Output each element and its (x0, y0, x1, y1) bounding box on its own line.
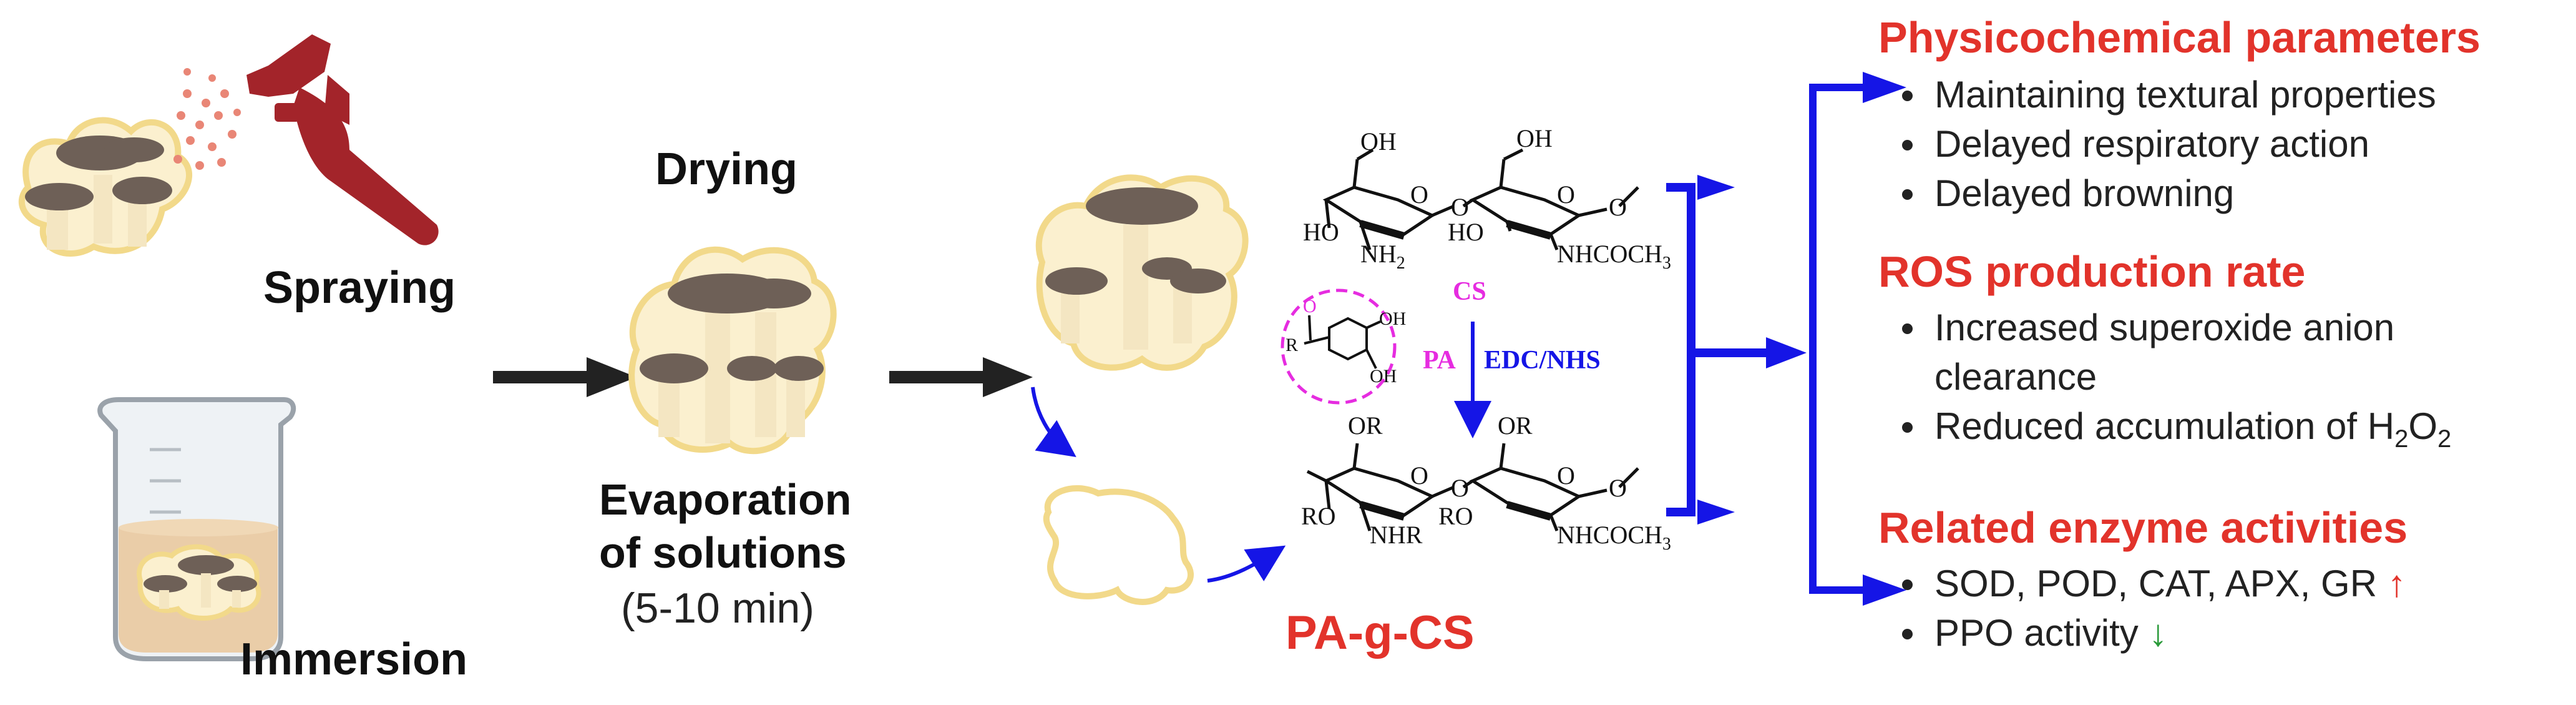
bot-nhcoch3: NHCOCH3 (1557, 521, 1671, 554)
bot-ring-o-2: O (1557, 461, 1575, 490)
bot-or-1: OR (1348, 412, 1383, 440)
results-top-head (1863, 72, 1906, 103)
process-arrow-2 (889, 357, 1033, 397)
pa-oh-2: OH (1370, 366, 1397, 387)
product-label: PA-g-CS (1286, 606, 1475, 659)
chitosan-structure (1306, 148, 1639, 531)
list-item: SOD, POD, CAT, APX, GR ↑ (1878, 559, 2571, 608)
enzyme-list: SOD, POD, CAT, APX, GR ↑ PPO activity ↓ (1878, 559, 2571, 658)
top-ho-2: HO (1448, 218, 1484, 246)
ros-list: Increased superoxide anion clearance Red… (1878, 303, 2502, 464)
reagent-cs: CS (1453, 277, 1486, 306)
reaction-labels: CS PA EDC/NHS (1423, 277, 1601, 375)
ros-title: ROS production rate (1878, 247, 2306, 296)
list-item: Maintaining textural properties (1878, 70, 2571, 119)
top-end-o: O (1609, 193, 1627, 221)
spray-mist (173, 68, 241, 170)
immersion-label: Immersion (240, 634, 468, 684)
film-arrow-right (1207, 545, 1286, 583)
spray-bottle-icon (246, 34, 439, 245)
chem-labels: OH OH O O O O HO HO NH2 NHCOCH3 OR OR O … (1286, 124, 1671, 554)
top-nh2: NH2 (1360, 240, 1405, 273)
physico-list: Maintaining textural properties Delayed … (1878, 70, 2571, 218)
beaker-icon (97, 397, 296, 661)
pa-o: O (1303, 296, 1317, 317)
down-arrow-icon: ↓ (2149, 612, 2168, 654)
pa-molecule-circle (1281, 288, 1397, 405)
top-ring-o-2: O (1557, 180, 1575, 209)
list-item: Reduced accumulation of H2O2 (1878, 402, 2502, 464)
drying-label: Drying (655, 144, 798, 194)
enzyme-item-2-text: PPO activity (1934, 612, 2139, 654)
top-bridge-o: O (1451, 193, 1469, 221)
results-bracket (1809, 84, 1866, 594)
top-ring-o-1: O (1410, 180, 1428, 209)
h2o2-o: O (2408, 405, 2438, 447)
film-outline (1043, 485, 1194, 605)
list-item: Increased superoxide anion clearance (1878, 303, 2502, 402)
ring-wedges (1359, 220, 1552, 521)
spraying-illustration (18, 34, 439, 257)
bracket-top-head (1697, 175, 1735, 200)
top-ho-1: HO (1303, 218, 1339, 246)
top-oh-1: OH (1360, 127, 1397, 155)
enzyme-title: Related enzyme activities (1878, 503, 2408, 552)
bracket-mid-head (1766, 337, 1807, 368)
top-oh-2: OH (1516, 124, 1553, 152)
drying-mushrooms-illustration (628, 246, 837, 455)
enzyme-item-1-text: SOD, POD, CAT, APX, GR (1934, 563, 2378, 604)
h2o2-sub-1: 2 (2394, 425, 2409, 453)
evaporation-label-2: of solutions (599, 528, 847, 577)
bracket-bottom-head (1697, 500, 1735, 525)
evaporation-label-1: Evaporation (599, 475, 852, 524)
coated-mushrooms-illustration (1035, 174, 1249, 371)
up-arrow-icon: ↑ (2387, 563, 2406, 604)
bot-bridge-o: O (1451, 474, 1469, 502)
reagent-pa: PA (1423, 346, 1456, 375)
bot-or-2: OR (1498, 412, 1533, 440)
bot-ro-2: RO (1438, 502, 1473, 530)
spraying-label: Spraying (263, 263, 456, 313)
ros-item-2-text: Reduced accumulation of H (1934, 405, 2395, 447)
h2o2-sub-2: 2 (2437, 425, 2452, 453)
bot-end-o: O (1609, 474, 1627, 502)
pa-r: R (1286, 335, 1298, 355)
bot-ro-1: RO (1301, 502, 1336, 530)
evaporation-time: (5-10 min) (621, 584, 814, 632)
list-item: Delayed respiratory action (1878, 119, 2571, 169)
process-arrow-1 (493, 357, 637, 397)
film-arrow-down (1031, 387, 1076, 457)
list-item: Delayed browning (1878, 169, 2571, 218)
list-item: PPO activity ↓ (1878, 608, 2571, 658)
physico-title: Physicochemical parameters (1878, 13, 2481, 62)
pa-oh-1: OH (1379, 308, 1406, 329)
top-nhcoch3: NHCOCH3 (1557, 240, 1671, 273)
pa-molecule (1304, 315, 1381, 369)
results-bottom-head (1863, 574, 1906, 606)
bot-nhr: NHR (1370, 521, 1423, 549)
bracket-connector (1666, 183, 1766, 516)
bot-ring-o-1: O (1410, 461, 1428, 490)
reagent-edc-nhs: EDC/NHS (1484, 346, 1601, 375)
